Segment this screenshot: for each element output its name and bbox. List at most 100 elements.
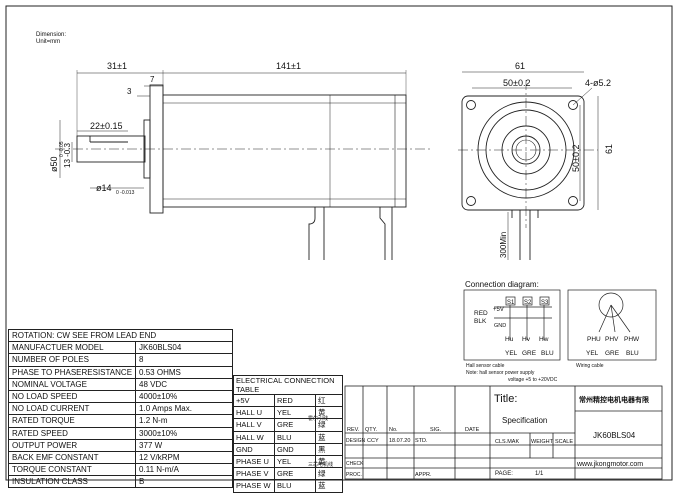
motor-front-view [458,71,599,260]
spec-value: 4000±10% [135,389,234,404]
tb-clsmak: CLS.MAK [495,439,519,445]
electrical-signal: +5V [233,393,275,408]
electrical-wire: RED [274,393,316,408]
electrical-color-cn: 黄 [315,406,343,420]
label-hu: Hu [505,336,514,343]
company-name: 常州精控电机电器有限 [579,395,650,404]
electrical-wire: BLU [274,430,316,444]
spec-key: NOMINAL VOLTAGE [7,377,137,391]
electrical-color-cn: 绿 [315,418,343,432]
label-phv: PHV [605,336,619,343]
tb-ccy: CCY [367,438,379,444]
title-block-grid [344,385,663,480]
spec-value: 0.11 N-m/A [135,463,234,477]
electrical-color-cn: 黄 [315,454,343,469]
label-s1: S1 [507,300,515,306]
dimension-note-line2: Unit=mm [36,39,60,45]
motor-side-view [55,70,430,260]
electrical-wire: GRE [274,418,316,432]
hall-note-1: Note: hall sensor power supply [466,370,535,376]
tb-website: www.jkongmotor.com [576,461,643,468]
spec-key: NO LOAD CURRENT [7,402,137,416]
label-phw: PHW [624,336,640,343]
tb-qty: QTY. [365,427,378,433]
electrical-signal: HALL U [233,406,275,420]
label-blu-phase: BLU [626,350,639,357]
dim-300: 300Min [499,232,508,258]
dim-14-tol: 0 -0.013 [116,190,135,196]
tb-sig: SIG. [430,427,441,433]
dim-22: 22±0.15 [90,121,122,131]
dim-61-side: 61 [604,144,614,154]
dim-7: 7 [150,75,155,84]
label-s3: S3 [541,300,549,306]
dim-14: ø14 [96,183,112,193]
electrical-color-cn: 黑 [315,442,343,456]
label-yel-phase: YEL [586,350,599,357]
electrical-wire: GND [274,442,316,456]
electrical-color-cn: 蓝 [315,430,343,444]
spec-row: ROTATION: CW SEE FROM LEAD END [7,328,234,343]
electrical-signal: GND [233,442,275,456]
label-phu: PHU [587,336,601,343]
label-gnd: GND [494,323,506,329]
label-yel: YEL [505,350,518,357]
tb-std: STD. [415,438,428,444]
spec-key: RATED SPEED [7,426,137,440]
tb-weight: WEIGHT [531,439,554,445]
spec-key: PHASE TO PHASERESISTANCE [7,365,137,379]
electrical-signal: HALL V [233,418,275,432]
electrical-table-title: ELECTRICAL CONNECTION TABLE [233,375,343,395]
spec-value: 0.53 OHMS [135,365,234,379]
spec-value: 377 W [135,438,234,452]
hall-sensor-diagram [463,289,657,361]
wiring-caption: Wiring cable [576,363,604,369]
electrical-wire: YEL [274,454,316,469]
label-hw: Hw [539,336,549,343]
dim-141: 141±1 [276,61,301,71]
tb-date-value: 18.07.20 [389,438,410,444]
label-s2: S2 [524,300,532,306]
tb-proc: PROC. [346,472,362,478]
dim-holes: 4-ø5.2 [585,78,611,88]
tb-design: DESIGN [346,438,366,444]
spec-key: BACK EMF CONSTANT [7,450,137,465]
tb-page: PAGE: [495,471,513,477]
label-plus5v: +5V [493,307,504,313]
spec-key: RATED TORQUE [7,414,137,428]
label-red: RED [474,310,488,317]
spec-value: 1.0 Amps Max. [135,402,234,416]
spec-value: JK60BLS04 [135,341,234,355]
spec-value: 8 [135,353,234,367]
spec-key: ROTATION: CW SEE FROM LEAD END [7,328,234,343]
spec-key: INSULATION CLASS [7,475,137,489]
electrical-signal: PHASE U [233,454,275,469]
spec-key: NO LOAD SPEED [7,389,137,404]
dim-31: 31±1 [107,61,127,71]
spec-value: 3000±10% [135,426,234,440]
electrical-wire: YEL [274,406,316,420]
spec-key: MANUFACTUER MODEL [7,341,137,355]
spec-key: TORQUE CONSTANT [7,463,137,477]
dim-50: ø50 [49,156,59,172]
label-hv: Hv [522,336,531,343]
dim-61-top: 61 [515,61,525,71]
tb-date: DATE [465,427,480,433]
spec-value: B [135,475,234,489]
